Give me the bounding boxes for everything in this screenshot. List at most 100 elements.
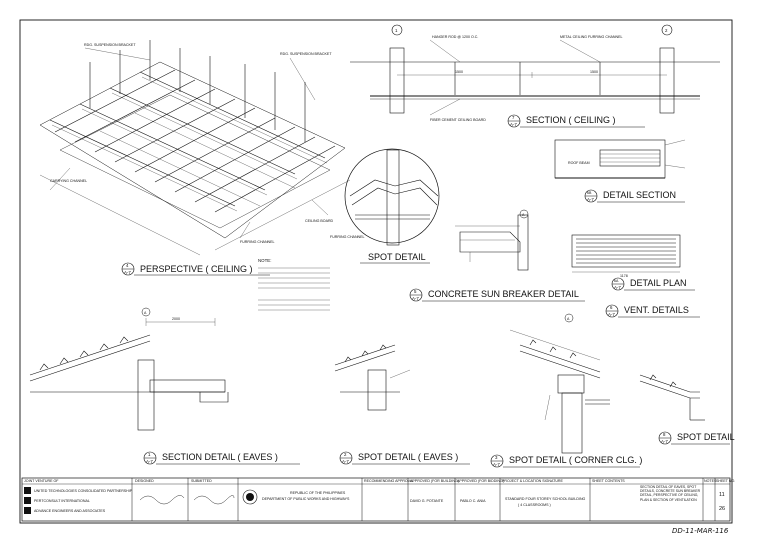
- grid-marker-a-eaves: A: [141, 307, 151, 317]
- sheet-contents-label: SHEET CONTENTS: [592, 479, 625, 483]
- svg-text:A-7: A-7: [587, 197, 594, 202]
- note-block: NOTE:: [258, 258, 330, 311]
- joint-venture-label: JOINT VENTURE OF: [24, 479, 59, 483]
- grid-marker-1: 1: [391, 24, 403, 36]
- svg-text:6B: 6B: [587, 191, 592, 195]
- perspective-leader-note-1: RDG. SUSPENSION BRACKET: [84, 43, 136, 47]
- sheet-border: [19, 19, 733, 524]
- svg-text:5: 5: [414, 289, 417, 294]
- perspective-leader-note-4: CEILING BOARD: [305, 219, 334, 223]
- spot-corner-title: 3 A-7 SPOT DETAIL ( CORNER CLG. ): [490, 454, 642, 468]
- dpwh-seal-icon: [242, 489, 258, 505]
- svg-text:A-7: A-7: [493, 462, 500, 467]
- detail-plan-title-text: DETAIL PLAN: [630, 278, 687, 288]
- svg-text:A: A: [567, 317, 570, 321]
- signatory-1: DAVID G. POTANTE: [410, 499, 444, 503]
- firm-2-name: PERTCONSULT INTERNATIONAL: [34, 499, 90, 503]
- department-label: DEPARTMENT OF PUBLIC WORKS AND HIGHWAYS: [262, 497, 350, 501]
- designer-signature: [139, 495, 185, 505]
- project-label: PROJECT & LOCATION SIGNATURE: [502, 479, 564, 483]
- section-leader-note-1: HANGER ROD @ 1200 O.C.: [432, 35, 478, 39]
- section-leader-note-2: METAL CEILING FURRING CHANNEL: [560, 35, 623, 39]
- grid-marker-2: 2: [661, 24, 673, 36]
- detail-section-drawing: [554, 139, 686, 179]
- perspective-leader-note-2: RDG. SUSPENSION BRACKET: [280, 52, 332, 56]
- republic-label: REPUBLIC OF THE PHILIPPINES: [290, 491, 346, 495]
- sheet-number: 11: [719, 492, 725, 498]
- svg-text:1: 1: [148, 452, 151, 457]
- concrete-sun-breaker-title: 5 A-7 CONCRETE SUN BREAKER DETAIL: [409, 288, 585, 302]
- detail-plan-title: 6A A-7 DETAIL PLAN: [611, 277, 695, 291]
- svg-text:2: 2: [665, 28, 668, 33]
- svg-text:8: 8: [663, 432, 666, 437]
- sheet-contents-text-box: SECTION DETAIL OF EAVES, SPOT DETAILS, C…: [640, 485, 701, 502]
- firm-3-logo: [24, 507, 31, 514]
- project-name: STANDARD FOUR STOREY SCHOOL BUILDING: [505, 497, 586, 501]
- spot-corner-title-text: SPOT DETAIL ( CORNER CLG. ): [509, 455, 642, 465]
- svg-text:SPOT DETAIL: SPOT DETAIL: [368, 252, 426, 262]
- section-leader-note-3: FIBER CEMENT CEILING BOARD: [430, 118, 486, 122]
- spot-detail-right-title-text: SPOT DETAIL: [677, 432, 735, 442]
- section-ceiling-detail-title: SECTION ( CEILING ): [526, 115, 616, 125]
- svg-text:7: 7: [512, 115, 515, 120]
- perspective-detail-title: PERSPECTIVE ( CEILING ): [140, 264, 253, 274]
- svg-text:A-7: A-7: [661, 439, 668, 444]
- svg-text:A-7: A-7: [146, 459, 153, 464]
- submitter-signature: [193, 495, 235, 505]
- svg-text:A-7: A-7: [342, 459, 349, 464]
- spot-detail-circle-drawing: [344, 148, 440, 246]
- svg-text:3: 3: [495, 455, 498, 460]
- concrete-sun-breaker-detail-title: CONCRETE SUN BREAKER DETAIL: [428, 289, 579, 299]
- spot-corner-drawing: [509, 329, 610, 454]
- dpwh-seal-inner-icon: [246, 493, 254, 501]
- approved-bidding-label: APPROVED (FOR BIDDING): [457, 479, 504, 483]
- approved-building-label: APPROVED (FOR BUILDING): [410, 479, 459, 483]
- spot-detail-right-title: 8 A-7 SPOT DETAIL: [658, 431, 735, 445]
- perspective-leader-note-5: CARRYING CHANNEL: [50, 179, 87, 183]
- svg-text:A-7: A-7: [608, 312, 615, 317]
- eaves-dimension: 2000: [172, 317, 180, 321]
- svg-text:6: 6: [610, 305, 613, 310]
- perspective-title: 4 A-7 PERSPECTIVE ( CEILING ): [121, 262, 270, 276]
- detail-section-title: 6B A-7 DETAIL SECTION: [584, 189, 685, 203]
- vent-details-title-text: VENT. DETAILS: [624, 305, 689, 315]
- section-eaves-title-text: SECTION DETAIL ( EAVES ): [162, 452, 278, 462]
- grid-marker-a-sunbreaker: A: [519, 209, 529, 219]
- spot-detail-leader-note: FURRING CHANNEL: [330, 235, 365, 239]
- note-title: NOTE:: [258, 258, 271, 263]
- perspective-detail-number: 4: [126, 263, 129, 268]
- section-eaves-drawing: [29, 318, 229, 431]
- section-ceiling-title: 7 A-7 SECTION ( CEILING ): [507, 114, 645, 128]
- svg-text:A-7: A-7: [614, 285, 621, 290]
- spot-eaves-title-text: SPOT DETAIL ( EAVES ): [358, 452, 458, 462]
- svg-text:6A: 6A: [614, 279, 619, 283]
- sheet-total: 26: [719, 506, 725, 512]
- designed-label: DESIGNED: [135, 479, 154, 483]
- section-eaves-title: 1 A-7 SECTION DETAIL ( EAVES ): [143, 451, 300, 465]
- vent-plan-dimension: 1178: [620, 274, 628, 278]
- svg-text:A-7: A-7: [412, 296, 419, 301]
- notes-label: NOTES: [704, 479, 717, 483]
- dimension-1500-right: 1500: [590, 70, 598, 74]
- sheet-no-label: SHEET NO.: [716, 479, 735, 483]
- svg-text:2: 2: [344, 452, 347, 457]
- detail-section-title-text: DETAIL SECTION: [603, 190, 676, 200]
- svg-text:A: A: [522, 213, 525, 217]
- firm-2-logo: [24, 497, 31, 504]
- firm-1-name: UNITED TECHNOLOGIES CONSOLIDATED PARTNER…: [34, 489, 133, 493]
- signatory-2: PABLO C. ANIA: [460, 499, 486, 503]
- svg-text:A-7: A-7: [510, 122, 517, 127]
- dimension-1500-left: 1500: [455, 70, 463, 74]
- spot-detail-top-title: SPOT DETAIL: [360, 252, 430, 264]
- spot-detail-right-drawing: [639, 374, 705, 421]
- sheet-contents-text: SECTION DETAIL OF EAVES, SPOT DETAILS, C…: [640, 485, 701, 502]
- perspective-sheet-ref: A-7: [124, 270, 131, 275]
- vent-plan-drawing: [571, 234, 681, 273]
- recommending-label: RECOMMENDING APPROVAL: [364, 479, 414, 483]
- project-classrooms: ( 4 CLASSROOMS ): [518, 503, 551, 507]
- spot-eaves-title: 2 A-7 SPOT DETAIL ( EAVES ): [339, 451, 470, 465]
- handwritten-date: DD-11-MAR-116: [672, 527, 729, 535]
- grid-marker-a-corner: A: [564, 313, 574, 323]
